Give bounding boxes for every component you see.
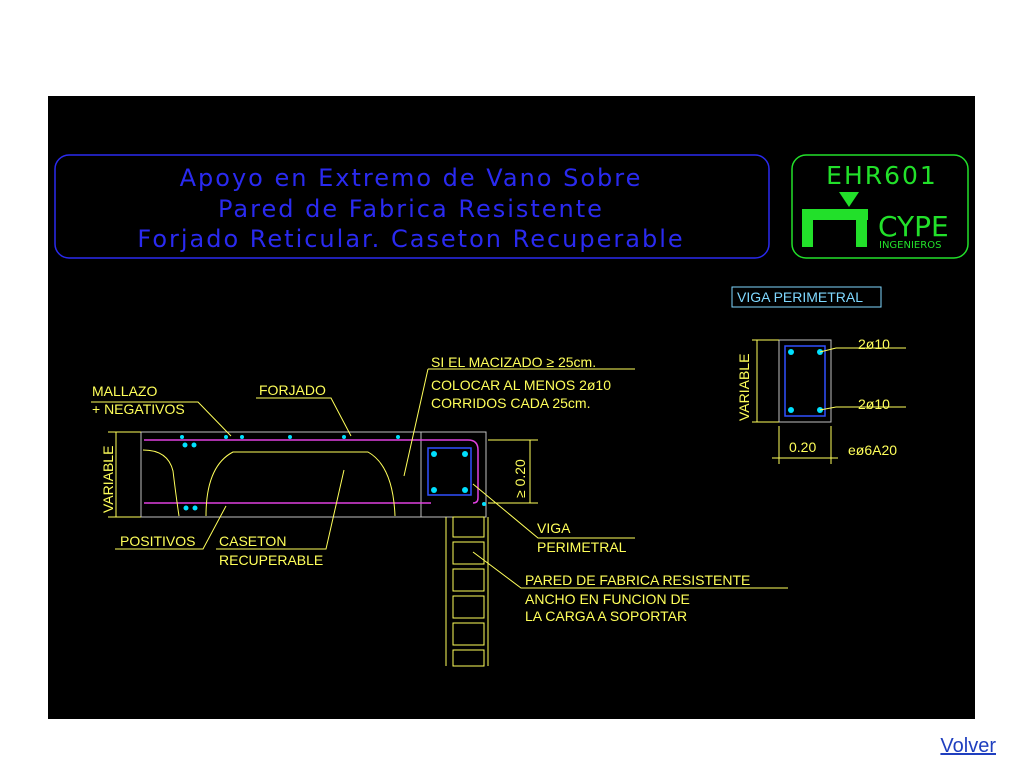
back-link[interactable]: Volver <box>940 735 996 757</box>
slab-rebar-dot <box>183 505 189 511</box>
slab-rebar-dot <box>396 435 400 439</box>
logo-subtitle: INGENIEROS <box>879 240 941 251</box>
beam-section-detail: VIGA PERIMETRAL 2ø10 2ø10 VARIABLE 0.20 … <box>731 286 906 464</box>
cad-canvas: Apoyo en Extremo de Vano Sobre Pared de … <box>54 154 969 667</box>
slab-height-label: VARIABLE <box>100 446 116 513</box>
section-width-label: 0.20 <box>789 439 816 455</box>
label-negativos: + NEGATIVOS <box>92 401 185 417</box>
section-stirrups: eø6A20 <box>848 442 897 458</box>
brick <box>452 622 485 646</box>
slab-rebar-dot <box>482 502 486 506</box>
leader-note <box>403 368 429 477</box>
beam-rebar-1 <box>431 451 437 457</box>
slab-rebar-dot <box>191 442 197 448</box>
section-height-label: VARIABLE <box>736 354 752 421</box>
slab-support-detail: VARIABLE ≥ 0.20 MALLAZO + NEGATIVOS FORJ… <box>91 354 788 667</box>
beam-rebar-2 <box>462 451 468 457</box>
slab-rebar-dot <box>180 435 184 439</box>
label-mallazo: MALLAZO <box>92 383 157 399</box>
brick <box>452 595 485 619</box>
cad-drawing: Apoyo en Extremo de Vano Sobre Pared de … <box>48 96 975 719</box>
leader-mallazo <box>91 401 232 437</box>
logo-left-leg <box>802 220 813 247</box>
note-line-3: CORRIDOS CADA 25cm. <box>431 395 590 411</box>
label-viga: VIGA <box>537 520 571 536</box>
caseton-left <box>142 449 180 517</box>
label-forjado: FORJADO <box>259 382 326 398</box>
label-caseton: CASETON <box>219 533 286 549</box>
leader-lines <box>91 368 788 589</box>
section-title-frame <box>731 286 882 308</box>
section-rebar-top-left <box>788 349 794 355</box>
title-line-2: Pared de Fabrica Resistente <box>218 195 604 223</box>
slab-rebar-dot <box>342 435 346 439</box>
logo-triangle-icon <box>839 192 859 207</box>
top-reinforcement <box>144 439 479 504</box>
logo-beam-shape <box>802 209 868 220</box>
brick <box>452 568 485 592</box>
logo-frame <box>791 154 969 259</box>
leader-pared <box>472 551 788 589</box>
brick <box>452 541 485 565</box>
logo-brand: CYPE <box>878 210 949 243</box>
leader-bottom-bars <box>819 406 906 411</box>
slab-rebar-dot <box>182 442 188 448</box>
section-concrete-outline <box>778 339 832 423</box>
note-line-2: COLOCAR AL MENOS 2ø10 <box>431 377 611 393</box>
leader-top-bars <box>819 347 906 353</box>
note-line-1: SI EL MACIZADO ≥ 25cm. <box>431 354 596 370</box>
beam-rebar-4 <box>462 487 468 493</box>
section-rebar-bottom-left <box>788 407 794 413</box>
min-dim-label: ≥ 0.20 <box>512 459 528 498</box>
slab-rebar-dots <box>180 435 486 511</box>
beam-rebar-3 <box>431 487 437 493</box>
label-pared-2: ANCHO EN FUNCION DE <box>525 591 690 607</box>
slab-rebar-dot <box>240 435 244 439</box>
slab-rebar-dot <box>224 435 228 439</box>
section-stirrup <box>784 345 826 417</box>
brick <box>452 649 485 667</box>
label-pared-1: PARED DE FABRICA RESISTENTE <box>525 572 750 588</box>
section-bottom-bars: 2ø10 <box>858 396 890 412</box>
label-pared-3: LA CARGA A SOPORTAR <box>525 608 687 624</box>
caseton-center <box>205 451 396 517</box>
label-positivos: POSITIVOS <box>120 533 195 549</box>
beam-stirrup <box>427 447 472 496</box>
label-perimetral: PERIMETRAL <box>537 539 627 555</box>
leader-positivos <box>115 505 227 550</box>
title-line-1: Apoyo en Extremo de Vano Sobre <box>180 164 643 192</box>
leader-forjado <box>256 397 352 437</box>
cype-logo: EHR601 CYPE INGENIEROS <box>791 154 969 259</box>
leader-caseton <box>216 469 345 550</box>
logo-right-leg <box>856 220 867 247</box>
masonry-wall <box>445 516 489 667</box>
logo-code: EHR601 <box>826 161 938 190</box>
slab-outline <box>140 431 487 518</box>
section-top-bars: 2ø10 <box>858 336 890 352</box>
slab-rebar-dot <box>192 505 198 511</box>
brick <box>452 516 485 538</box>
section-title: VIGA PERIMETRAL <box>737 289 863 305</box>
label-recuperable: RECUPERABLE <box>219 552 323 568</box>
title-frame <box>54 154 770 259</box>
title-line-3: Forjado Reticular. Caseton Recuperable <box>137 225 684 253</box>
leader-viga <box>472 483 635 539</box>
slab-rebar-dot <box>288 435 292 439</box>
